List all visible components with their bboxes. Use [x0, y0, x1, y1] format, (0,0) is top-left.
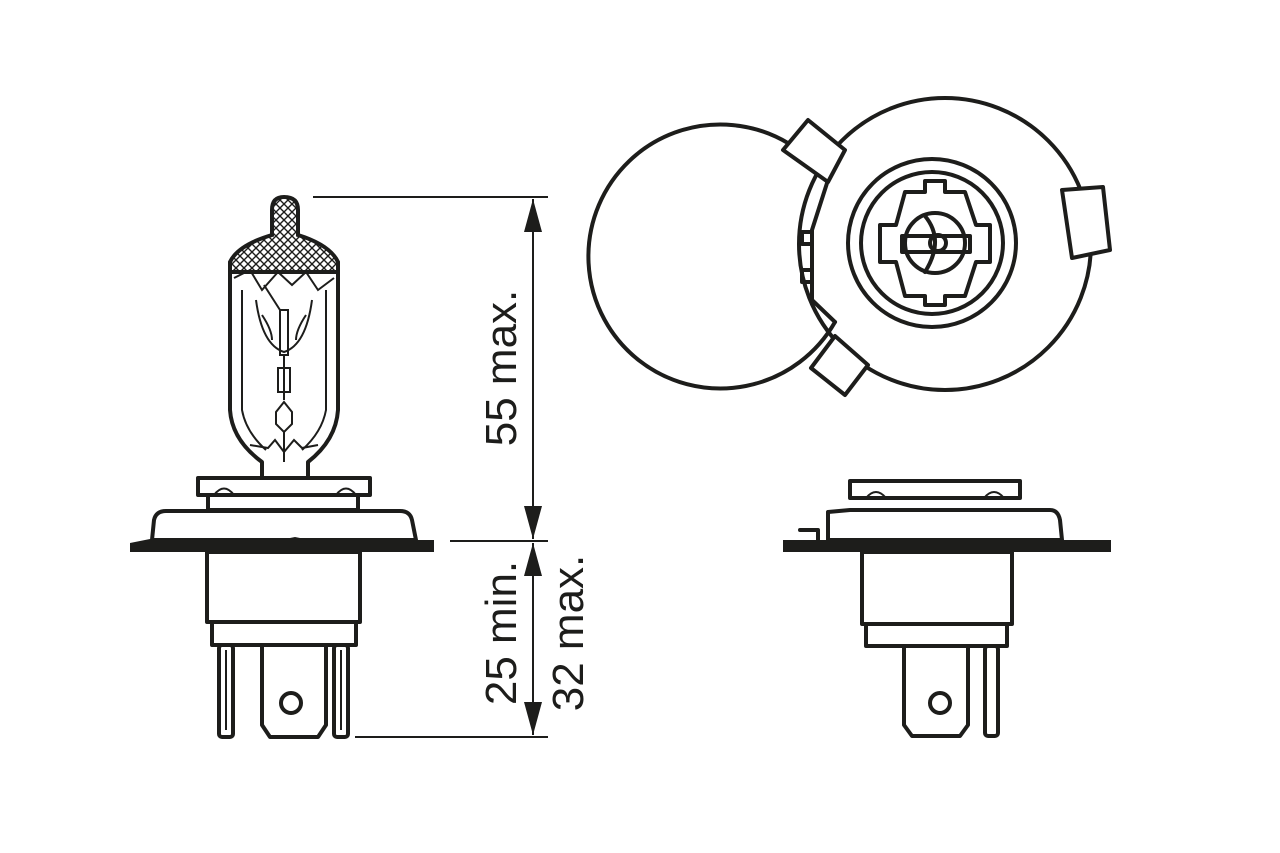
tab-right: [1060, 185, 1112, 260]
pin-center-tab: [260, 643, 328, 739]
filament-shield: [255, 299, 313, 354]
base-cylinder: [205, 550, 362, 624]
base-disc: [130, 537, 434, 552]
bulb-glass: [228, 270, 340, 480]
bulb-side-view: [130, 194, 434, 739]
bulb-top-view: [586, 96, 1112, 397]
tab-top-left: [781, 118, 847, 184]
flange-plate: [196, 476, 372, 497]
reflector-dish: [150, 509, 418, 542]
pin-center-tab-rotated: [902, 644, 970, 738]
tab-bottom-left: [809, 334, 870, 397]
bulb-side-view-rotated: [783, 479, 1111, 738]
tab-hole: [279, 691, 303, 715]
filament: [263, 284, 293, 462]
dimension-lines: [313, 196, 548, 738]
dimension-25-min: 25 min.: [477, 561, 526, 705]
dimension-32-max: 32 max.: [544, 555, 593, 712]
bulb-cap: [228, 194, 340, 274]
dimension-55-max: 55 max.: [477, 290, 526, 447]
